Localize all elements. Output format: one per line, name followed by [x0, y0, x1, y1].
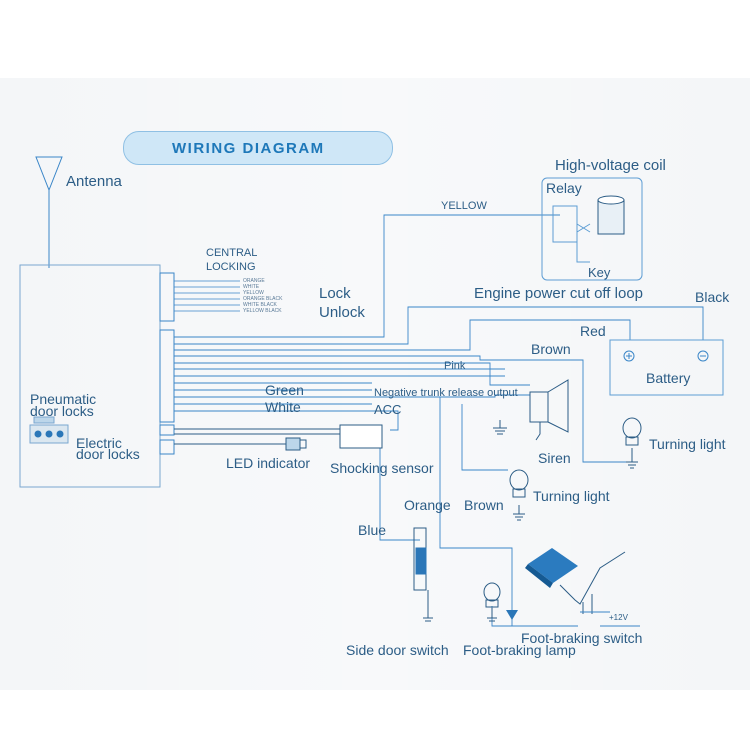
- label-electric-2: door locks: [76, 446, 140, 462]
- siren-icon: [529, 379, 569, 441]
- label-unlock: Unlock: [319, 304, 365, 321]
- label-green: Green: [265, 382, 304, 398]
- wire-color-3: ORANGE BLACK: [243, 296, 283, 302]
- label-antenna: Antenna: [66, 173, 122, 190]
- pneumatic-lock-box: [33, 416, 55, 424]
- diagram-sheet: [0, 78, 750, 690]
- relay-box: [541, 177, 643, 281]
- main-harness: [174, 214, 704, 627]
- label-turning-light-mid: Turning light: [533, 488, 610, 504]
- wire-color-5: YELLOW BLACK: [243, 308, 282, 314]
- connector-main: [159, 329, 175, 423]
- label-relay: Relay: [546, 180, 582, 196]
- label-blue: Blue: [358, 522, 387, 538]
- label-brown-top: Brown: [531, 341, 571, 357]
- label-foot-braking-lamp: Foot-braking lamp: [463, 642, 576, 658]
- label-brown-mid: Brown: [464, 497, 504, 513]
- wire-color-4: WHITE BLACK: [243, 302, 277, 308]
- turning-light-right-icon: [622, 417, 642, 446]
- label-red: Red: [580, 323, 606, 339]
- arrow-down-icon: [506, 610, 518, 620]
- label-foot-braking-switch: Foot-braking switch: [521, 630, 643, 646]
- wire-color-2: YELLOW: [243, 290, 264, 296]
- label-negative-trunk: Negative trunk release output: [374, 387, 518, 399]
- label-central-2: LOCKING: [206, 261, 256, 273]
- diagram-title: WIRING DIAGRAM: [172, 140, 325, 157]
- label-white: White: [265, 399, 301, 415]
- control-unit: [19, 264, 161, 488]
- connector-bottom-1: [159, 424, 175, 436]
- label-pneumatic-2: door locks: [30, 403, 94, 419]
- label-central-1: CENTRAL: [206, 247, 258, 259]
- label-pneumatic-1: Pneumatic: [30, 391, 97, 407]
- wire-color-1: WHITE: [243, 284, 260, 290]
- relay-icon: [552, 205, 578, 243]
- label-led-indicator: LED indicator: [226, 455, 311, 471]
- label-turning-light-right: Turning light: [649, 436, 726, 452]
- central-locking-wires: [174, 280, 240, 312]
- label-pink: Pink: [444, 360, 466, 372]
- label-battery: Battery: [646, 370, 691, 386]
- label-side-door-switch: Side door switch: [346, 642, 449, 658]
- ground-icons: [423, 420, 638, 622]
- coil-icon: [597, 199, 625, 235]
- label-acc: ACC: [374, 402, 402, 417]
- label-lock: Lock: [319, 285, 351, 302]
- connector-bottom-2: [159, 439, 175, 455]
- label-orange: Orange: [404, 497, 451, 513]
- label-electric-1: Electric: [76, 435, 122, 451]
- antenna-icon: [35, 156, 63, 268]
- label-siren: Siren: [538, 450, 571, 466]
- battery-box: [609, 339, 724, 396]
- label-high-voltage-coil: High-voltage coil: [555, 157, 666, 174]
- label-yellow: YELLOW: [441, 200, 487, 212]
- label-key: Key: [588, 265, 611, 280]
- foot-braking-lamp-icon: [483, 582, 501, 608]
- brake-pedal-pad: [528, 548, 578, 583]
- side-door-switch-icon: [413, 527, 427, 591]
- shocking-sensor-icon: [174, 424, 383, 449]
- label-plus12v: +12V: [609, 613, 628, 622]
- led-indicator-icon: [174, 437, 307, 451]
- label-shocking-sensor: Shocking sensor: [330, 460, 434, 476]
- label-black: Black: [695, 289, 730, 305]
- title-pill: [123, 131, 393, 165]
- label-engine-cutoff: Engine power cut off loop: [474, 285, 644, 302]
- turning-light-mid-icon: [509, 469, 529, 498]
- wire-color-0: ORANGE: [243, 278, 265, 284]
- connector-top: [159, 272, 175, 322]
